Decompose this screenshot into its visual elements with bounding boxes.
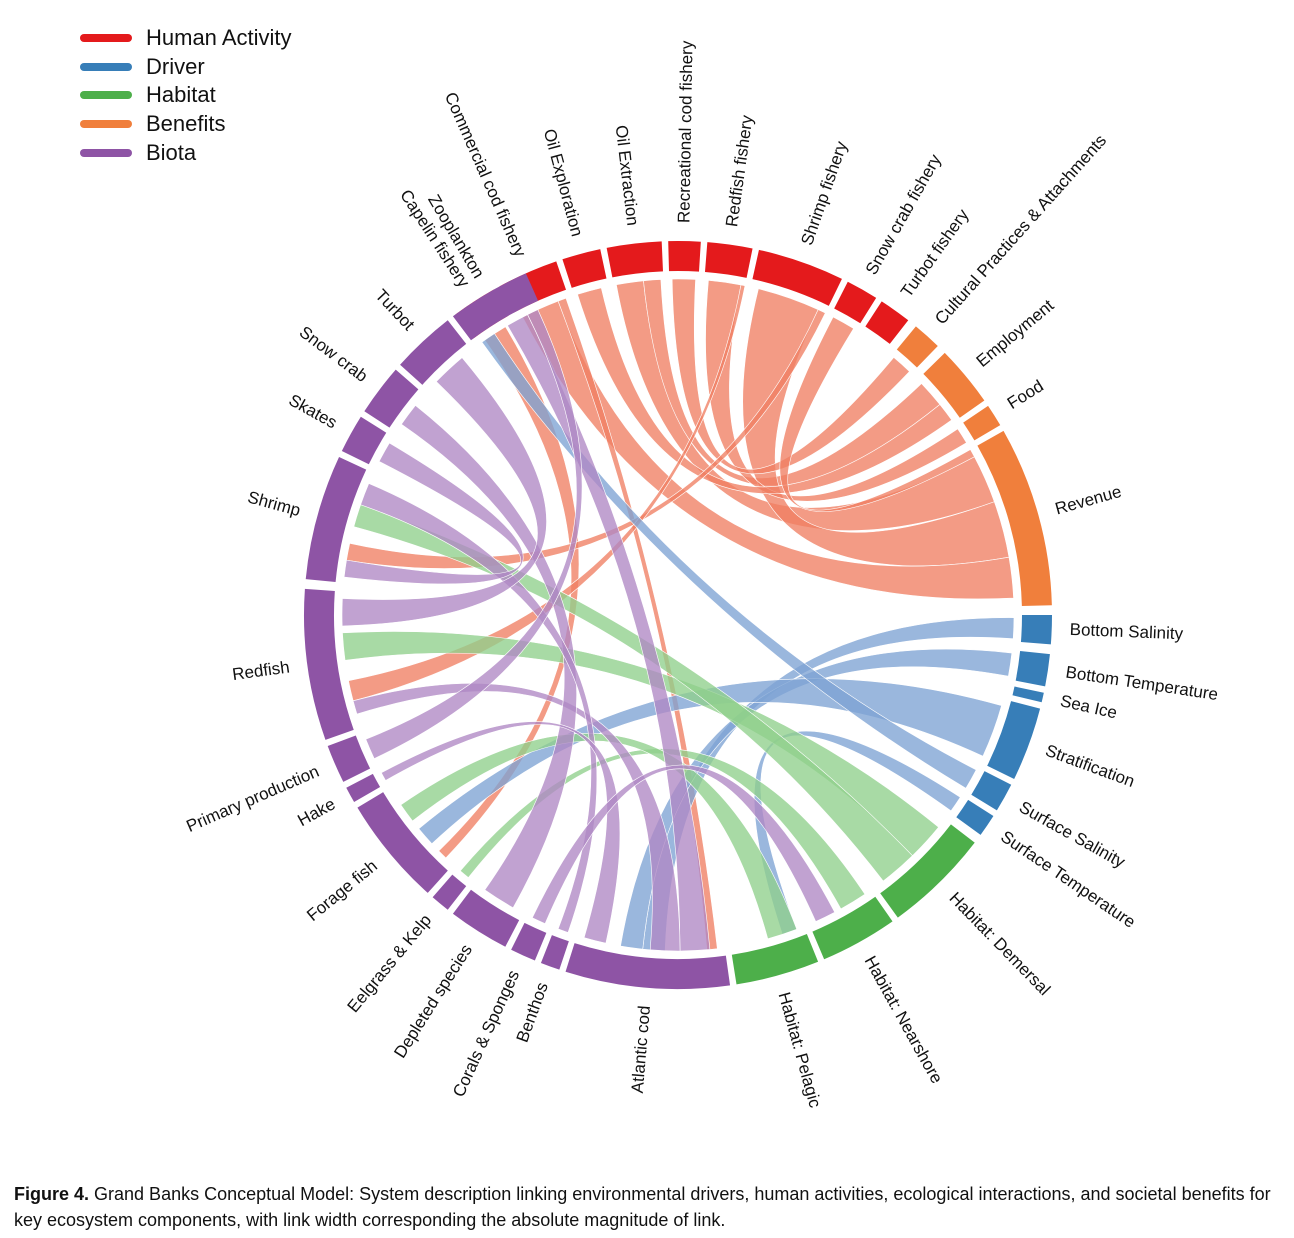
chord-ribbon bbox=[481, 333, 977, 789]
segment-arc bbox=[812, 896, 893, 960]
legend-swatch bbox=[80, 148, 132, 157]
chord-ribbon bbox=[341, 357, 547, 627]
segment-arc bbox=[400, 320, 467, 385]
segment-arc bbox=[963, 405, 1001, 441]
segment-arc bbox=[341, 416, 387, 465]
segment-label: Habitat: Pelagic bbox=[775, 990, 825, 1110]
segment-label: Habitat: Nearshore bbox=[861, 953, 947, 1087]
segment-arc bbox=[896, 326, 938, 368]
chord-ribbon bbox=[353, 504, 913, 882]
segment-label: Corals & Sponges bbox=[449, 967, 523, 1100]
segment-arc bbox=[562, 249, 607, 288]
legend-label: Benefits bbox=[146, 111, 226, 137]
segment-arcs bbox=[304, 240, 1052, 989]
segment-arc bbox=[752, 249, 842, 306]
segment-arc bbox=[923, 352, 985, 418]
chord-ribbon bbox=[352, 683, 681, 952]
legend-swatch bbox=[80, 120, 132, 129]
legend-item: Driver bbox=[80, 53, 292, 82]
legend-label: Driver bbox=[146, 53, 205, 79]
legend-swatch bbox=[80, 62, 132, 71]
segment-arc bbox=[956, 799, 994, 835]
segment-arc bbox=[977, 430, 1052, 606]
chord-ribbon bbox=[779, 316, 975, 512]
segment-arc bbox=[606, 241, 663, 278]
segment-arc bbox=[1020, 615, 1052, 645]
segment-label: Recreational cod fishery bbox=[674, 40, 696, 223]
segment-label: Atlantic cod bbox=[628, 1005, 654, 1094]
segment-arc bbox=[971, 771, 1012, 811]
chord-ribbon bbox=[507, 314, 711, 952]
segment-arc bbox=[346, 773, 381, 802]
segment-arc bbox=[452, 889, 520, 947]
caption-figure-number: Figure 4. bbox=[14, 1184, 90, 1204]
segment-arc bbox=[1012, 686, 1044, 703]
segment-arc bbox=[540, 935, 569, 970]
legend-label: Biota bbox=[146, 139, 197, 165]
chord-ribbons bbox=[341, 278, 1015, 952]
segment-label: Turbot bbox=[371, 286, 418, 335]
legend-item: Biota bbox=[80, 138, 292, 167]
segment-label: Bottom Salinity bbox=[1069, 620, 1184, 643]
figure-caption: Figure 4. Grand Banks Conceptual Model: … bbox=[14, 1181, 1286, 1233]
segment-arc bbox=[731, 933, 819, 985]
segment-arc bbox=[357, 792, 448, 893]
chord-ribbon bbox=[671, 278, 910, 475]
segment-arc bbox=[511, 922, 547, 961]
chord-ribbon bbox=[380, 721, 621, 944]
segment-arc bbox=[565, 943, 731, 989]
legend-item: Benefits bbox=[80, 110, 292, 139]
segment-label: Benthos bbox=[513, 980, 552, 1045]
segment-label: Food bbox=[1004, 376, 1047, 413]
chord-ribbon bbox=[577, 287, 953, 494]
segment-arc bbox=[432, 874, 467, 910]
segment-arc bbox=[704, 242, 753, 278]
caption-text: Grand Banks Conceptual Model: System des… bbox=[14, 1184, 1271, 1230]
segment-arc bbox=[987, 701, 1041, 779]
legend-swatch bbox=[80, 34, 132, 43]
segment-label: Stratification bbox=[1043, 741, 1137, 791]
segment-label: Shrimp fishery bbox=[797, 138, 851, 247]
segment-arc bbox=[668, 240, 701, 272]
segment-arc bbox=[304, 588, 354, 740]
segment-arc bbox=[865, 301, 909, 344]
segment-label: Redfish fishery bbox=[722, 114, 757, 228]
chord-ribbon bbox=[401, 404, 577, 909]
chord-ribbon bbox=[643, 279, 941, 487]
legend-label: Habitat bbox=[146, 82, 216, 108]
segment-label: Revenue bbox=[1053, 482, 1124, 518]
segment-label: Skates bbox=[286, 391, 341, 433]
segment-arc bbox=[364, 369, 419, 428]
segment-label: Redfish bbox=[231, 657, 291, 684]
legend-label: Human Activity bbox=[146, 25, 292, 51]
chord-ribbon bbox=[343, 442, 524, 585]
legend-swatch bbox=[80, 91, 132, 100]
segment-arc bbox=[834, 281, 877, 324]
segment-arc bbox=[452, 273, 539, 341]
segment-label: Forage fish bbox=[303, 856, 381, 925]
legend-item: Human Activity bbox=[80, 24, 292, 53]
segment-label: Sea Ice bbox=[1058, 691, 1118, 722]
segment-arc bbox=[305, 456, 367, 583]
segment-label: Oil Extraction bbox=[612, 124, 643, 227]
chord-ribbon bbox=[459, 748, 866, 910]
segment-label: Snow crab bbox=[296, 322, 372, 386]
segment-arc bbox=[327, 735, 371, 782]
segment-label: Shrimp bbox=[246, 488, 303, 520]
segment-arc bbox=[880, 824, 975, 918]
chord-ribbon bbox=[531, 764, 836, 924]
chord-ribbon bbox=[365, 309, 583, 759]
segment-label: Hake bbox=[294, 794, 338, 830]
segment-label: Habitat: Demersal bbox=[945, 888, 1054, 999]
segment-label: Oil Exploration bbox=[540, 127, 587, 239]
legend-item: Habitat bbox=[80, 81, 292, 110]
segment-label: Employment bbox=[973, 296, 1058, 371]
segment-arc bbox=[1015, 650, 1050, 687]
